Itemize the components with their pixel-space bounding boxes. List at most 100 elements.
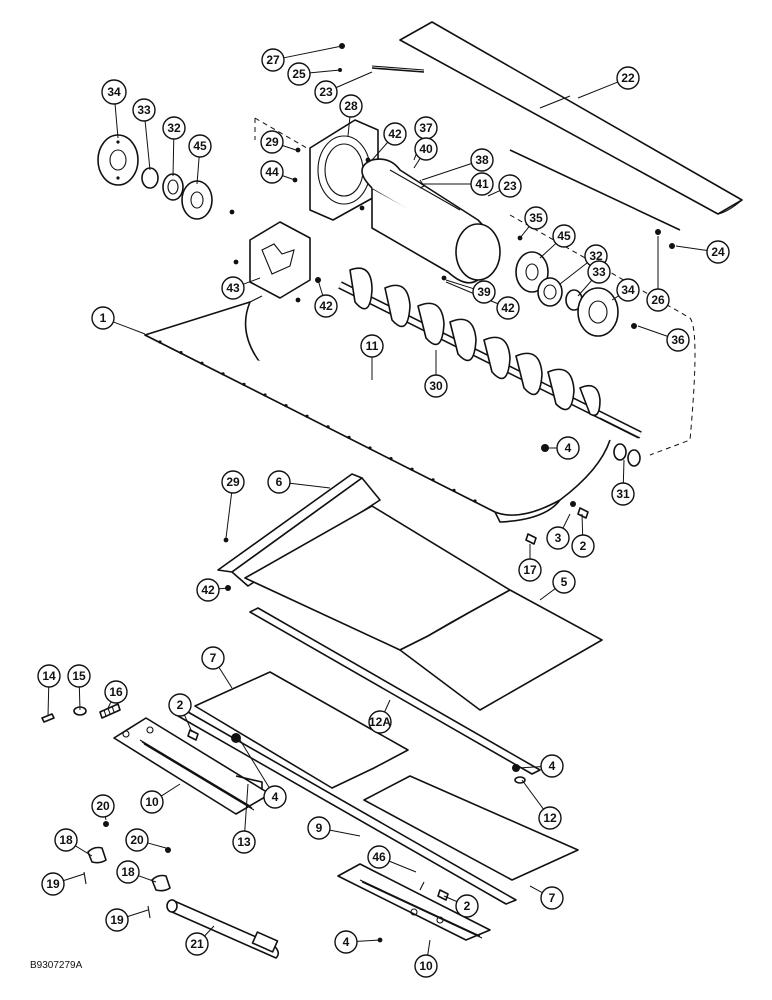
callout-label: 15 [72,669,86,683]
callout-10: 10 [414,954,438,978]
leader-line [218,667,233,689]
callout-19: 19 [41,872,65,896]
callout-label: 7 [549,891,556,905]
callout-18: 18 [116,860,140,884]
side-plate-43 [249,221,311,299]
callout-13: 13 [232,830,256,854]
callout-label: 4 [565,441,572,455]
collar-left [141,167,159,189]
seal-31a [613,443,627,461]
leader-line [282,145,297,151]
rivet-hole [452,488,456,492]
nut-36 [631,323,637,329]
leader-line [519,226,530,239]
rivet-hole [179,351,183,355]
callout-12: 12 [538,806,562,830]
callout-label: 10 [145,795,159,809]
leader-line [329,829,361,837]
callout-label: 12A [369,715,391,729]
leader-line [371,141,389,161]
callout-label: 23 [503,179,517,193]
floor-panel-5 [244,505,603,711]
pin-26 [655,229,661,235]
callout-46: 46 [367,845,391,869]
callout-label: 25 [292,67,306,81]
rivet-hole [368,446,372,450]
callout-label: 12 [543,811,557,825]
callout-label: 9 [316,821,323,835]
leader-line [113,321,146,335]
callout-label: 19 [110,913,124,927]
callout-34: 34 [616,278,640,302]
callout-19: 19 [105,908,129,932]
leader-line [107,701,112,709]
callout-label: 24 [711,245,725,259]
callout-label: 22 [621,71,635,85]
callout-17: 17 [518,558,542,582]
flangette-left [181,180,213,220]
callout-28: 28 [339,94,363,118]
leader-line [443,895,458,903]
leader-line [581,513,584,536]
callout-label: 31 [616,487,630,501]
callout-39: 39 [472,280,496,304]
callout-label: 39 [477,285,491,299]
callout-43: 43 [221,276,245,300]
leader-line [63,873,85,882]
callout-22: 22 [616,66,640,90]
callout-16: 16 [104,680,128,704]
callout-20: 20 [91,794,115,818]
lower-panel-7a [194,671,409,789]
leader-line [384,699,391,713]
leader-line [675,245,708,251]
bushing-18b [151,874,171,892]
callout-21: 21 [185,932,209,956]
callout-11: 11 [360,334,384,358]
rivet-hole [305,414,309,418]
leader-line [144,120,151,171]
wear-strip-12A [249,607,541,775]
trough-holes [158,340,477,503]
callout-34: 34 [101,79,127,105]
callout-3: 3 [546,526,570,550]
callout-label: 34 [107,85,121,99]
callout-label: 6 [276,475,283,489]
callout-2: 2 [571,534,595,558]
callout-33: 33 [587,260,611,284]
leader-line [184,714,193,733]
leader-line [445,279,474,290]
figure-id: B9307279A [30,960,83,971]
callout-42: 42 [314,294,338,318]
callout-6: 6 [267,470,291,494]
callout-41: 41 [470,172,494,196]
callout-26: 26 [646,288,670,312]
leader-line [225,492,233,539]
leader-line [577,81,618,99]
leader-line [160,783,181,797]
leader-line [517,766,542,769]
callout-label: 20 [130,833,144,847]
leader-line [427,939,431,956]
rivet-hole [431,478,435,482]
callout-label: 37 [419,121,433,135]
callout-1: 1 [91,306,115,330]
callout-23: 23 [498,174,522,198]
leader-line [559,262,588,285]
callout-label: 40 [419,142,433,156]
callout-31: 31 [611,482,635,506]
callout-label: 42 [501,301,515,315]
callout-label: 2 [464,899,471,913]
callout-label: 14 [42,669,56,683]
callout-5: 5 [552,570,576,594]
callout-23: 23 [314,80,338,104]
callout-18: 18 [54,828,78,852]
callout-label: 11 [366,339,379,353]
bushing-18a [87,846,107,864]
callout-label: 33 [592,265,606,279]
leader-line [539,588,556,601]
callout-2: 2 [168,693,192,717]
rivet-hole [263,393,267,397]
leader-line [218,587,229,590]
